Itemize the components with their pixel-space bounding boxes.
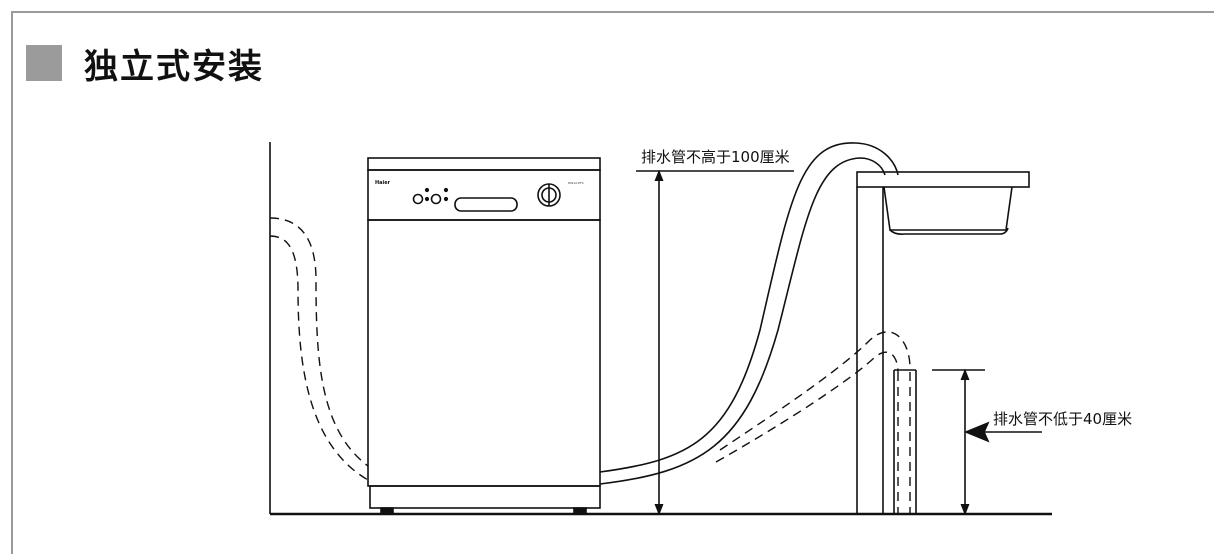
section-title: 独立式安装	[84, 46, 264, 87]
model-label: DW12-PFC	[568, 181, 584, 185]
program-button-icon	[412, 193, 424, 205]
sink-basin	[883, 186, 1013, 231]
drain-hose-outer	[599, 142, 899, 473]
dishwasher-door	[367, 219, 601, 487]
pointer-arrow-icon	[963, 421, 990, 443]
display-window	[454, 197, 518, 212]
dishwasher-base	[369, 485, 601, 509]
power-button-icon	[430, 193, 442, 205]
counter-top	[856, 171, 1030, 188]
dishwasher-foot-left	[380, 507, 394, 515]
hidden-hose-right-outer	[719, 331, 911, 451]
hidden-hose-left-outer	[269, 217, 369, 467]
hidden-hose-left-inner	[269, 235, 369, 481]
drain-hose-inner	[599, 157, 886, 485]
bullet-square-icon	[26, 45, 62, 81]
section-header: 独立式安装	[26, 38, 264, 88]
max-height-label: 排水管不高于100厘米	[641, 148, 790, 166]
brand-logo: Haier	[375, 180, 391, 186]
dishwasher-panel	[367, 169, 601, 221]
min-height-label: 排水管不低于40厘米	[993, 410, 1133, 428]
dishwasher-top	[367, 157, 601, 171]
hidden-hose-right-inner	[715, 351, 899, 463]
page-frame	[11, 11, 1214, 554]
dishwasher-foot-right	[573, 507, 587, 515]
